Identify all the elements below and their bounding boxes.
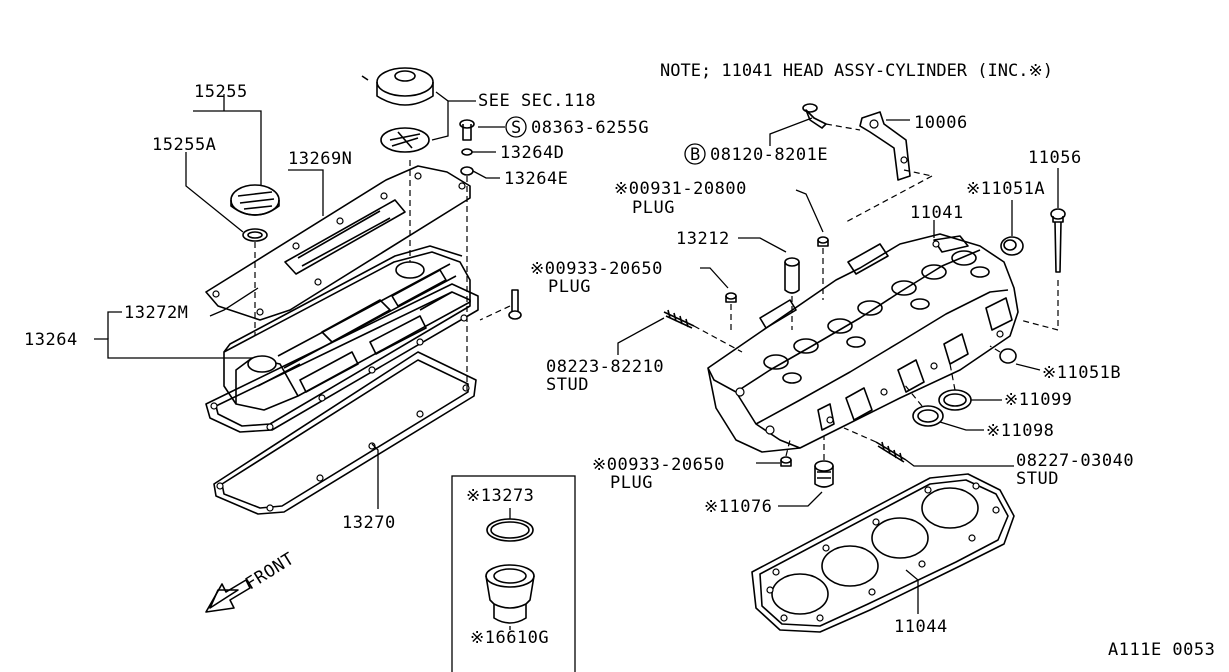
inset-box xyxy=(451,475,576,672)
label-11098: ※11098 xyxy=(986,421,1054,441)
label-13264d: 13264D xyxy=(500,143,564,163)
washer-e xyxy=(460,166,474,176)
washer-d xyxy=(461,148,473,156)
callout-labels: 15255 15255A 13269N 13264 13272M 13270 S… xyxy=(24,82,1215,660)
plug-16610g xyxy=(485,564,535,624)
label-08223: 08223-82210 xyxy=(546,357,664,377)
seal-ring xyxy=(486,518,534,542)
label-08363-marker: S xyxy=(511,118,522,138)
label-13212: 13212 xyxy=(676,229,730,249)
front-arrow-icon xyxy=(205,579,251,613)
label-10006: 10006 xyxy=(914,113,968,133)
dowel-pin xyxy=(784,257,800,294)
label-08227: 08227-03040 xyxy=(1016,451,1134,471)
marker-b-circle xyxy=(684,143,706,165)
label-00933-a: ※00933-20650 xyxy=(530,259,663,279)
label-13264: 13264 xyxy=(24,330,78,350)
label-13273: ※13273 xyxy=(466,486,534,506)
figure-code: A111E 0053 xyxy=(1108,640,1215,660)
label-11051a: ※11051A xyxy=(966,179,1045,199)
seal-11098 xyxy=(912,405,944,427)
label-see-sec: SEE SEC.118 xyxy=(478,91,596,111)
label-00933-b: ※00933-20650 xyxy=(592,455,725,475)
head-bolt xyxy=(1050,208,1066,273)
screw xyxy=(459,119,475,141)
label-15255: 15255 xyxy=(194,82,248,102)
plug-00933-lower xyxy=(780,456,792,467)
plug-00933-top xyxy=(725,292,737,303)
cover-gasket-lower xyxy=(213,351,477,515)
label-13272m: 13272M xyxy=(124,303,188,323)
label-11076: ※11076 xyxy=(704,497,772,517)
head-gasket xyxy=(751,473,1015,633)
seal-11099 xyxy=(938,389,972,411)
label-13269n: 13269N xyxy=(288,149,352,169)
note-text: NOTE; 11041 HEAD ASSY-CYLINDER (INC.※) xyxy=(660,61,1053,81)
label-11044: 11044 xyxy=(894,617,948,637)
pcv-valve xyxy=(361,67,434,153)
label-stud-2: STUD xyxy=(1016,469,1059,489)
label-11051b: ※11051B xyxy=(1042,363,1121,383)
label-plug-3: PLUG xyxy=(610,473,653,493)
front-label: FRONT xyxy=(242,549,298,594)
bracket-bolt xyxy=(802,103,827,129)
label-11041: 11041 xyxy=(910,203,964,223)
rocker-cover xyxy=(223,245,471,411)
label-plug-1: PLUG xyxy=(632,198,675,218)
cover-bolt xyxy=(508,289,522,320)
stud-08223 xyxy=(663,309,695,329)
label-stud-1: STUD xyxy=(546,375,589,395)
label-13270: 13270 xyxy=(342,513,396,533)
bracket xyxy=(859,111,911,181)
cylinder-head xyxy=(707,233,1019,453)
oil-filler-cap xyxy=(230,184,280,242)
label-08120: 08120-8201E xyxy=(710,145,828,165)
label-13264e: 13264E xyxy=(504,169,568,189)
label-08363: 08363-6255G xyxy=(531,118,649,138)
label-08120-marker: B xyxy=(690,145,701,165)
label-11056: 11056 xyxy=(1028,148,1082,168)
label-11099: ※11099 xyxy=(1004,390,1072,410)
plug-00931 xyxy=(817,236,829,247)
baffle-plate xyxy=(205,165,471,321)
stud-08227 xyxy=(875,441,907,463)
rocker-cover-gasket xyxy=(205,283,479,433)
label-15255a: 15255A xyxy=(152,135,216,155)
precombustion-chamber xyxy=(814,460,834,488)
expansion-plug-b xyxy=(999,348,1017,364)
expansion-plug-a xyxy=(1000,236,1024,256)
label-plug-2: PLUG xyxy=(548,277,591,297)
label-16610g: ※16610G xyxy=(470,628,549,648)
label-00931: ※00931-20800 xyxy=(614,179,747,199)
